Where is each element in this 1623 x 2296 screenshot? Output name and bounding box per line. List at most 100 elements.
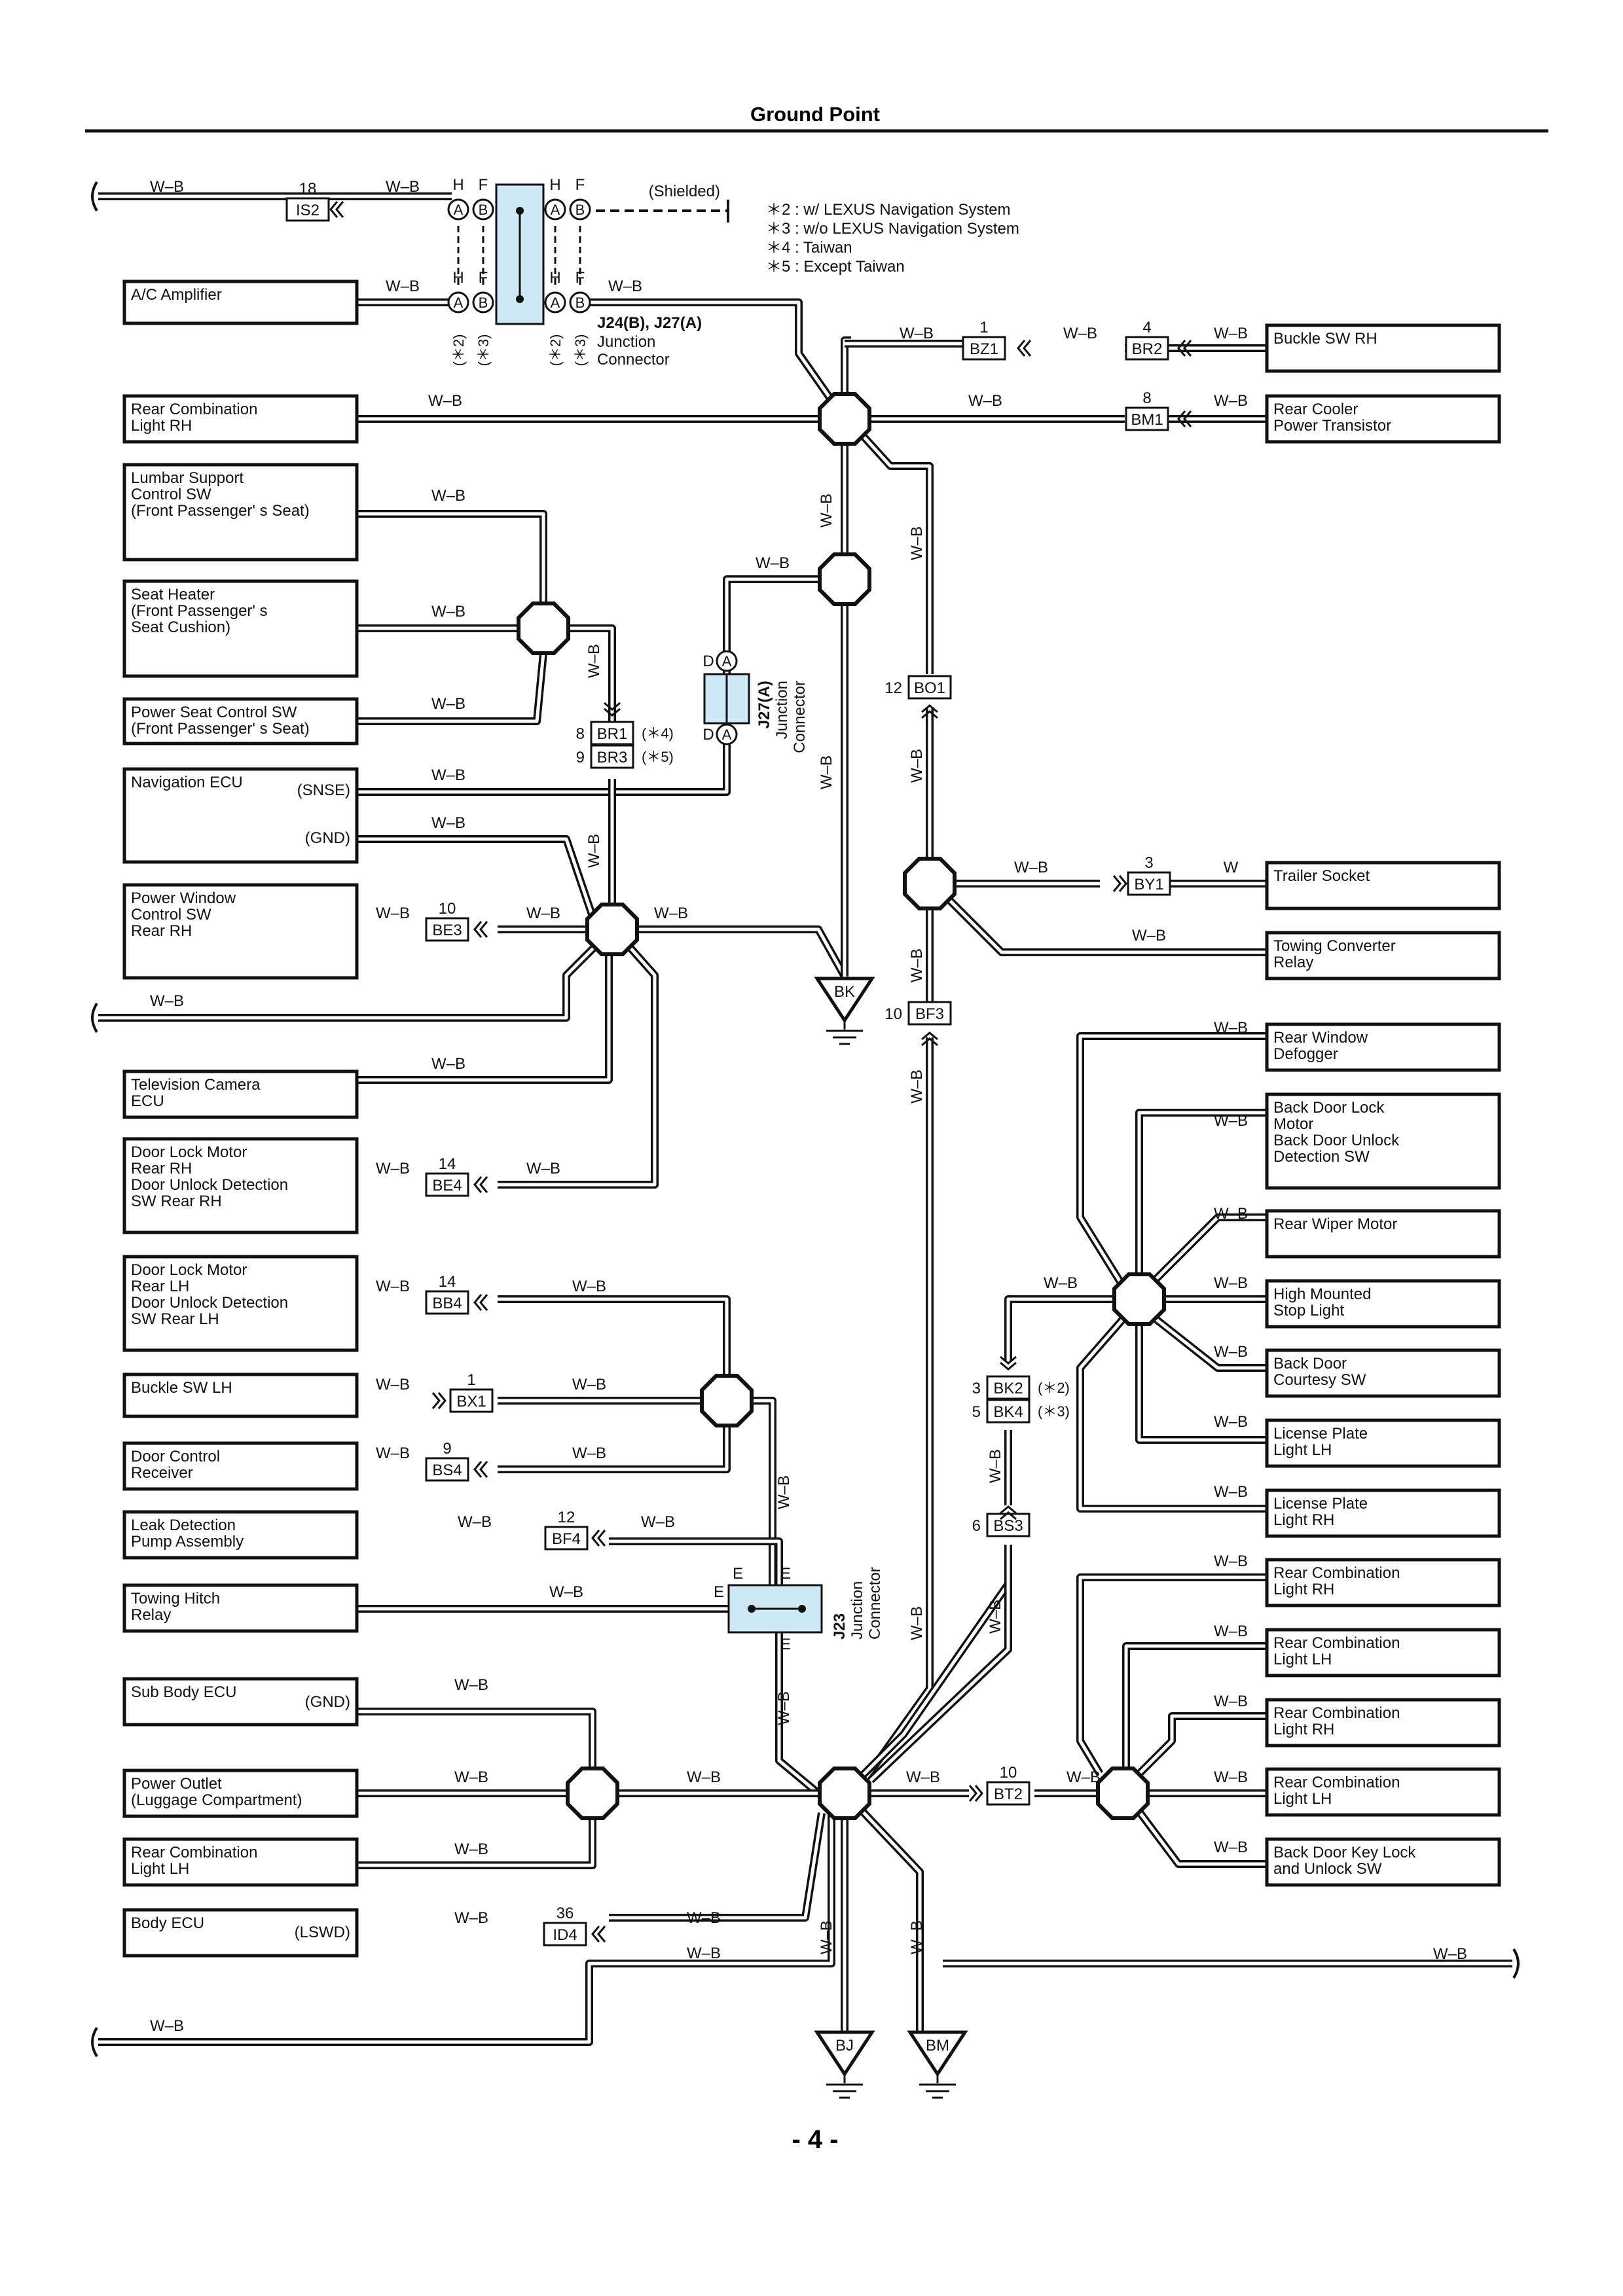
wire-core bbox=[1078, 1034, 1267, 1284]
wire-color-label: W–B bbox=[549, 1583, 583, 1601]
wire-color-label: W–B bbox=[818, 755, 835, 789]
component-label: Defogger bbox=[1273, 1045, 1338, 1063]
component-label: Rear RH bbox=[131, 1160, 192, 1177]
connector-id: BF3 bbox=[915, 1005, 944, 1023]
component-power_outlet: Power Outlet(Luggage Compartment) bbox=[122, 1768, 359, 1818]
ground-point-BK: BK bbox=[814, 977, 875, 1045]
component-label: Receiver bbox=[131, 1464, 193, 1482]
wire bbox=[752, 1397, 776, 1597]
connector-chevron bbox=[921, 1031, 938, 1047]
wire-color-label: W–B bbox=[687, 1909, 721, 1927]
wire-color-label-white: W bbox=[1224, 859, 1239, 876]
connector-pin: 8 bbox=[576, 725, 585, 743]
j24-desc1: Junction bbox=[597, 333, 655, 351]
wire bbox=[1135, 1109, 1267, 1274]
connector-chevron bbox=[604, 702, 621, 717]
wire-color-label: W–B bbox=[818, 493, 835, 528]
connector-pin: 9 bbox=[576, 749, 585, 766]
component-label: Lumbar Support bbox=[131, 469, 244, 487]
splice-point-main-top bbox=[818, 392, 871, 446]
wire-core bbox=[357, 1710, 594, 1768]
wire-color-label: W–B bbox=[150, 178, 184, 196]
component-label: ECU bbox=[131, 1092, 164, 1110]
wire-core bbox=[357, 653, 545, 723]
wire-core bbox=[498, 1426, 729, 1471]
wire-core bbox=[609, 1539, 781, 1585]
component-label: Television Camera bbox=[131, 1076, 261, 1094]
connector-pin: 10 bbox=[884, 1005, 902, 1023]
connector-chevron bbox=[473, 1294, 488, 1311]
wire-color-label: W–B bbox=[431, 487, 465, 505]
splice-point-main-bottom bbox=[818, 1767, 871, 1820]
component-label: Relay bbox=[131, 1606, 171, 1624]
pin-letter-e: E bbox=[780, 1636, 791, 1653]
component-label: Rear Combination bbox=[1273, 1774, 1400, 1791]
component-label: Rear LH bbox=[131, 1278, 189, 1295]
j23-desc1: Junction bbox=[848, 1581, 866, 1640]
wire-color-label: W–B bbox=[906, 1768, 940, 1786]
wire-color-label: W–B bbox=[1214, 1205, 1248, 1223]
connector-pin: 1 bbox=[979, 319, 988, 336]
pin-letter-e: E bbox=[780, 1565, 791, 1583]
wire bbox=[1153, 1316, 1267, 1372]
legend-line-2: ＊3 : w/o LEXUS Navigation System bbox=[766, 220, 1019, 238]
component-sub_body: Sub Body ECU bbox=[122, 1677, 359, 1727]
nav-snse-label: (SNSE) bbox=[297, 781, 350, 799]
component-ac_amp: A/C Amplifier bbox=[122, 279, 359, 325]
j24-desc2: Connector bbox=[597, 351, 670, 368]
connector-pin: 36 bbox=[556, 1905, 574, 1922]
connector-chevron bbox=[1000, 1355, 1017, 1371]
wire-core bbox=[725, 577, 820, 674]
wire-color-label: W–B bbox=[900, 325, 934, 342]
connector-chevron bbox=[473, 1176, 488, 1193]
component-label: Door Unlock Detection bbox=[131, 1176, 288, 1194]
wire-color-label: W–B bbox=[756, 554, 790, 572]
wire-color-label: W–B bbox=[1214, 392, 1248, 410]
component-label: Trailer Socket bbox=[1273, 867, 1370, 885]
connector-pin: 4 bbox=[1142, 319, 1151, 336]
ground-point-BJ: BJ bbox=[814, 2030, 875, 2099]
wire-color-label: W–B bbox=[968, 392, 1002, 410]
wire-color-label: W–B bbox=[585, 644, 603, 678]
wire bbox=[609, 1537, 783, 1585]
pin-letter-f: F bbox=[479, 269, 488, 287]
variant-mark: (＊2) bbox=[450, 334, 467, 367]
wire-color-label: W–B bbox=[376, 1444, 410, 1462]
variant-mark: (＊3) bbox=[1038, 1403, 1070, 1420]
wire-color-label: W–B bbox=[987, 1449, 1004, 1483]
page-title: Ground Point bbox=[750, 103, 880, 126]
component-trailer: Trailer Socket bbox=[1265, 861, 1501, 910]
component-label: Light LH bbox=[131, 1860, 189, 1878]
wire bbox=[357, 510, 547, 603]
wire-color-label: W–B bbox=[1044, 1274, 1078, 1292]
component-label: Rear Cooler bbox=[1273, 401, 1358, 418]
connector-id: BM1 bbox=[1131, 411, 1163, 429]
component-label: License Plate bbox=[1273, 1495, 1368, 1513]
pin-letter: B bbox=[479, 295, 488, 311]
component-label: Seat Cushion) bbox=[131, 619, 230, 636]
wire-core bbox=[1154, 1215, 1267, 1281]
component-body_ecu: Body ECU bbox=[122, 1908, 359, 1958]
wire-color-label: W–B bbox=[1214, 1693, 1248, 1710]
pin-circle bbox=[569, 198, 591, 221]
component-label: Light RH bbox=[131, 417, 192, 435]
wire-color-label: W–B bbox=[454, 1909, 488, 1927]
pin-letter-h: H bbox=[549, 269, 560, 287]
wire-color-label: W–B bbox=[431, 814, 465, 832]
component-label: Detection SW bbox=[1273, 1148, 1370, 1166]
component-label: Buckle SW RH bbox=[1273, 330, 1377, 348]
component-label: and Unlock SW bbox=[1273, 1860, 1382, 1878]
component-label: Light LH bbox=[1273, 1651, 1332, 1668]
component-label: Control SW bbox=[131, 906, 211, 924]
